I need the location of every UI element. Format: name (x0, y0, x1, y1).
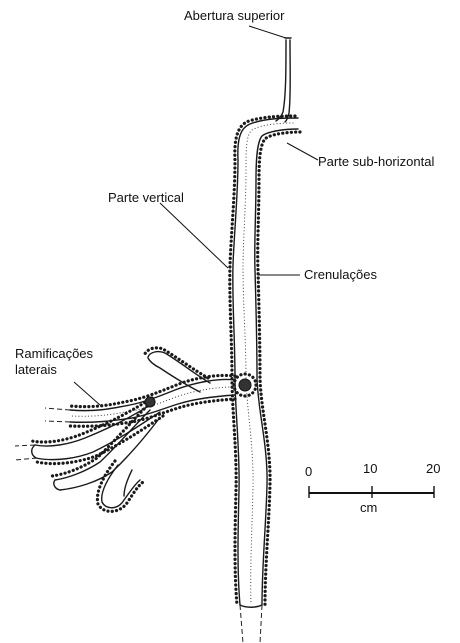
label-top-opening: Abertura superior (184, 8, 285, 23)
branch-node (234, 374, 256, 396)
scale-unit: cm (360, 500, 377, 515)
label-sub-horizontal: Parte sub-horizontal (318, 154, 434, 169)
scale-tick-20: 20 (426, 461, 440, 476)
scale-bar: 0 10 20 cm (305, 461, 440, 515)
label-vertical: Parte vertical (108, 190, 184, 205)
main-burrow (230, 116, 300, 607)
scale-tick-10: 10 (363, 461, 377, 476)
label-branches-line2: laterais (15, 362, 57, 377)
scale-tick-0: 0 (305, 464, 312, 479)
label-branches-line1: Ramificações (15, 346, 94, 361)
top-opening-tube (276, 38, 291, 122)
leader-lines (74, 26, 318, 405)
lateral-branches (32, 348, 235, 512)
label-crenulations: Crenulações (304, 267, 377, 282)
